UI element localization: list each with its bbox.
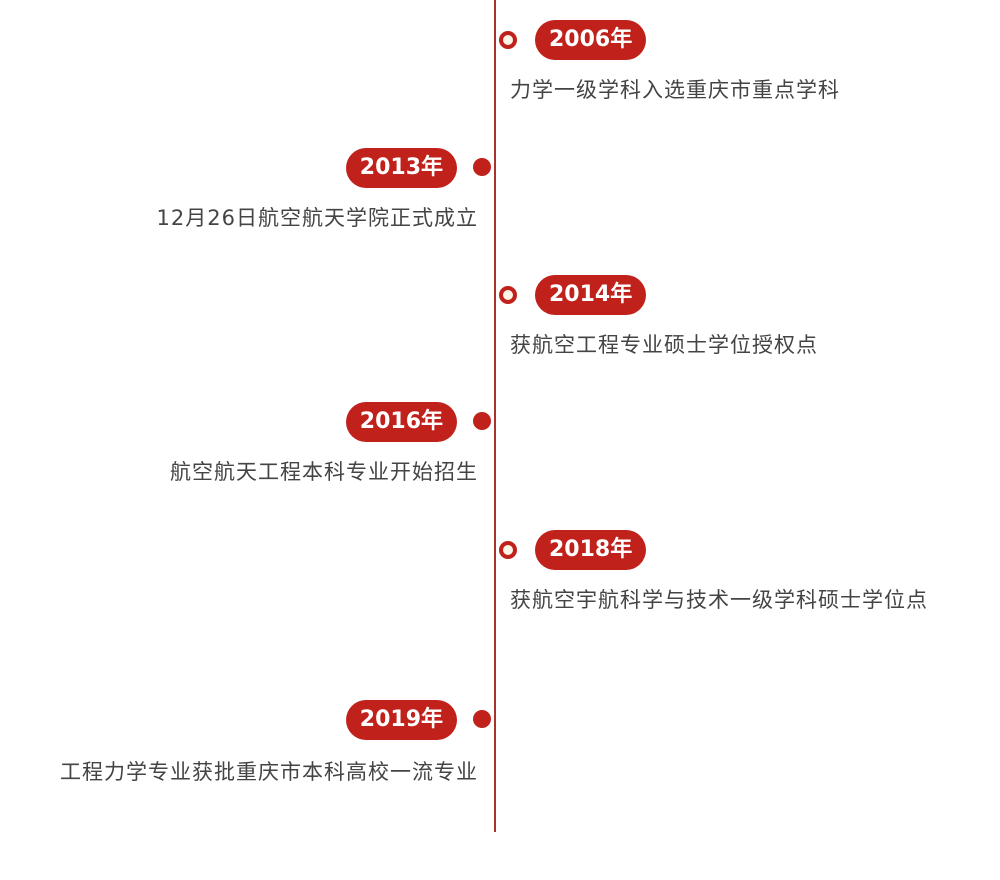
year-badge: 2016年 — [345, 402, 457, 442]
year-badge: 2013年 — [345, 148, 457, 188]
event-text: 工程力学专业获批重庆市本科高校一流专业 — [60, 760, 478, 784]
year-badge: 2018年 — [535, 530, 647, 570]
hollow-dot-icon — [499, 286, 517, 304]
year-badge: 2006年 — [535, 20, 647, 60]
year-badge: 2019年 — [345, 700, 457, 740]
event-text: 力学一级学科入选重庆市重点学科 — [510, 78, 840, 102]
event-text: 获航空工程专业硕士学位授权点 — [510, 333, 818, 357]
hollow-dot-icon — [499, 541, 517, 559]
solid-dot-icon — [473, 412, 491, 430]
hollow-dot-icon — [499, 31, 517, 49]
timeline-axis — [494, 0, 496, 832]
event-text: 航空航天工程本科专业开始招生 — [170, 460, 478, 484]
solid-dot-icon — [473, 158, 491, 176]
solid-dot-icon — [473, 710, 491, 728]
event-text: 12月26日航空航天学院正式成立 — [156, 206, 478, 230]
event-text: 获航空宇航科学与技术一级学科硕士学位点 — [510, 588, 928, 612]
year-badge: 2014年 — [535, 275, 647, 315]
